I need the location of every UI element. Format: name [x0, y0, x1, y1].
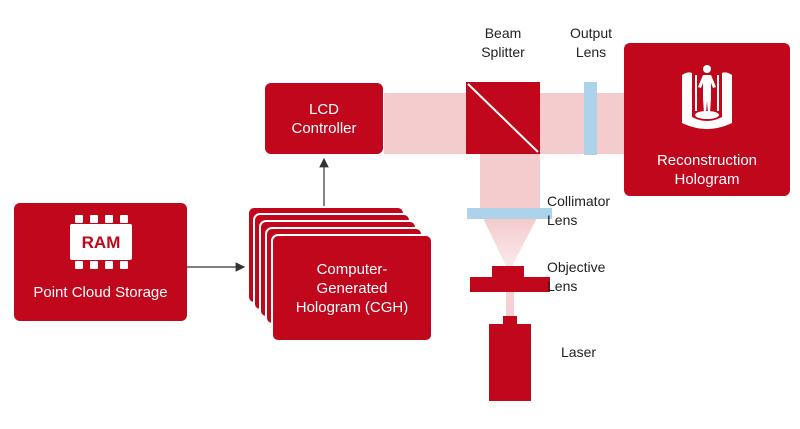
- laser-device: [489, 316, 531, 401]
- cgh-stack-back: [247, 206, 433, 342]
- cgh-box: Computer- Generated Hologram (CGH): [273, 236, 431, 340]
- ram-chip-icon: RAM: [69, 215, 132, 269]
- cgh-label: Computer- Generated Hologram (CGH): [295, 260, 409, 316]
- output-lens: [584, 82, 597, 155]
- objective-lens: [470, 266, 550, 292]
- collimator-lens-label: Collimator Lens: [547, 193, 611, 228]
- point-cloud-storage-box: RAM Point Cloud Storage: [14, 203, 187, 321]
- lcd-controller-label: LCD Controller: [291, 100, 357, 137]
- lcd-controller-box: LCD Controller: [265, 83, 383, 154]
- vertical-beam: [480, 154, 540, 208]
- hologram-figure-icon: [682, 65, 732, 129]
- output-lens-label: Output Lens: [569, 25, 613, 60]
- beam-cone: [483, 218, 537, 266]
- beam-splitter: [466, 82, 540, 154]
- reconstruction-hologram-box: Reconstruction Hologram: [624, 43, 790, 196]
- point-cloud-storage-label: Point Cloud Storage: [33, 284, 168, 301]
- collimator-lens: [467, 208, 552, 219]
- laser-label: Laser: [561, 344, 597, 360]
- objective-lens-label: Objective Lens: [547, 259, 606, 294]
- beam-splitter-label: Beam Splitter: [481, 25, 525, 60]
- reconstruction-hologram-label: Reconstruction Hologram: [656, 152, 758, 188]
- ram-chip-label: RAM: [81, 233, 120, 252]
- laser-beam: [506, 292, 514, 322]
